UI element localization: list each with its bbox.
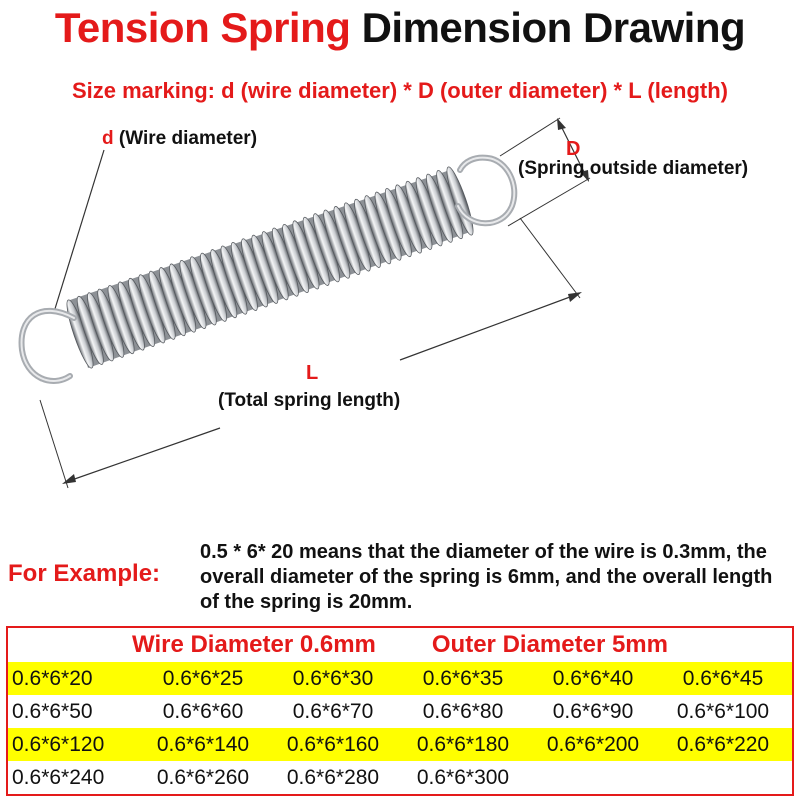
table-cell: 0.6*6*45	[682, 666, 764, 690]
table-row: 0.6*6*50 0.6*6*60 0.6*6*70 0.6*6*80 0.6*…	[8, 695, 792, 728]
table-cell: 0.6*6*35	[422, 666, 504, 690]
hook-right-highlight	[457, 156, 516, 225]
length-text: (Total spring length)	[218, 390, 401, 411]
size-marking-subtitle: Size marking: d (wire diameter) * D (out…	[71, 78, 729, 103]
hook-left-highlight	[20, 309, 75, 382]
table-cell: 0.6*6*30	[292, 666, 374, 690]
table-row: 0.6*6*120 0.6*6*140 0.6*6*160 0.6*6*180 …	[8, 728, 792, 761]
table-cell: 0.6*6*70	[292, 699, 374, 723]
outer-diameter-text: (Spring outside diameter)	[518, 158, 749, 179]
outer-diameter-letter: D	[566, 138, 581, 160]
table-cell: 0.6*6*140	[156, 732, 250, 756]
outer-diameter-arrow-bottom	[580, 170, 589, 182]
spring-body	[66, 166, 474, 369]
length-arrow-right	[568, 292, 582, 302]
outer-diameter-arrow-top	[557, 118, 566, 130]
table-cell: 0.6*6*40	[552, 666, 634, 690]
table-cell: 0.6*6*100	[676, 699, 770, 723]
table-cell: 0.6*6*25	[162, 666, 244, 690]
length-ext-right	[519, 217, 581, 299]
outer-diameter-dim-line	[559, 123, 587, 177]
table-cell: 0.6*6*180	[416, 732, 510, 756]
spring-drawing	[18, 117, 591, 489]
size-table-header: Wire Diameter 0.6mm Outer Diameter 5mm	[8, 628, 792, 662]
length-arrow-left	[62, 474, 76, 484]
table-cell: 0.6*6*50	[12, 699, 93, 723]
page-title: Tension Spring Dimension Drawing	[0, 4, 800, 52]
table-cell: 0.6*6*20	[12, 666, 93, 690]
wire-diameter-label: d (Wire diameter)	[102, 128, 257, 150]
outer-diameter-heading: Outer Diameter 5mm	[431, 631, 668, 658]
table-cell: 0.6*6*120	[12, 732, 105, 756]
wire-diameter-letter: d	[102, 128, 114, 149]
table-cell: 0.6*6*200	[546, 732, 640, 756]
example-text: 0.5 * 6* 20 means that the diameter of t…	[200, 541, 773, 613]
table-cell: 0.6*6*260	[156, 765, 250, 789]
length-dim-line-right	[399, 293, 579, 361]
example-label: For Example:	[8, 560, 161, 587]
outer-diameter-ext-top	[499, 117, 561, 157]
wire-diameter-text: (Wire diameter)	[118, 128, 258, 149]
table-row: 0.6*6*20 0.6*6*25 0.6*6*30 0.6*6*35 0.6*…	[8, 662, 792, 695]
table-cell: 0.6*6*90	[552, 699, 634, 723]
table-cell: 0.6*6*160	[286, 732, 380, 756]
length-dim-line-left	[65, 427, 221, 483]
table-cell: 0.6*6*300	[416, 765, 510, 789]
title-red-part: Tension Spring	[54, 4, 351, 51]
title-dark-part: Dimension Drawing	[361, 4, 746, 51]
size-table: Wire Diameter 0.6mm Outer Diameter 5mm 0…	[6, 626, 794, 796]
length-ext-left	[39, 399, 69, 489]
table-cell: 0.6*6*240	[12, 765, 105, 789]
table-cell: 0.6*6*220	[676, 732, 770, 756]
outer-diameter-ext-bottom	[507, 177, 591, 227]
length-letter: L	[306, 362, 319, 384]
wire-diameter-heading: Wire Diameter 0.6mm	[132, 631, 376, 658]
table-cell: 0.6*6*60	[162, 699, 244, 723]
table-cell: 0.6*6*80	[422, 699, 504, 723]
table-row: 0.6*6*240 0.6*6*260 0.6*6*280 0.6*6*300	[8, 761, 792, 794]
table-cell: 0.6*6*280	[286, 765, 380, 789]
wire-diameter-leader	[53, 149, 105, 313]
